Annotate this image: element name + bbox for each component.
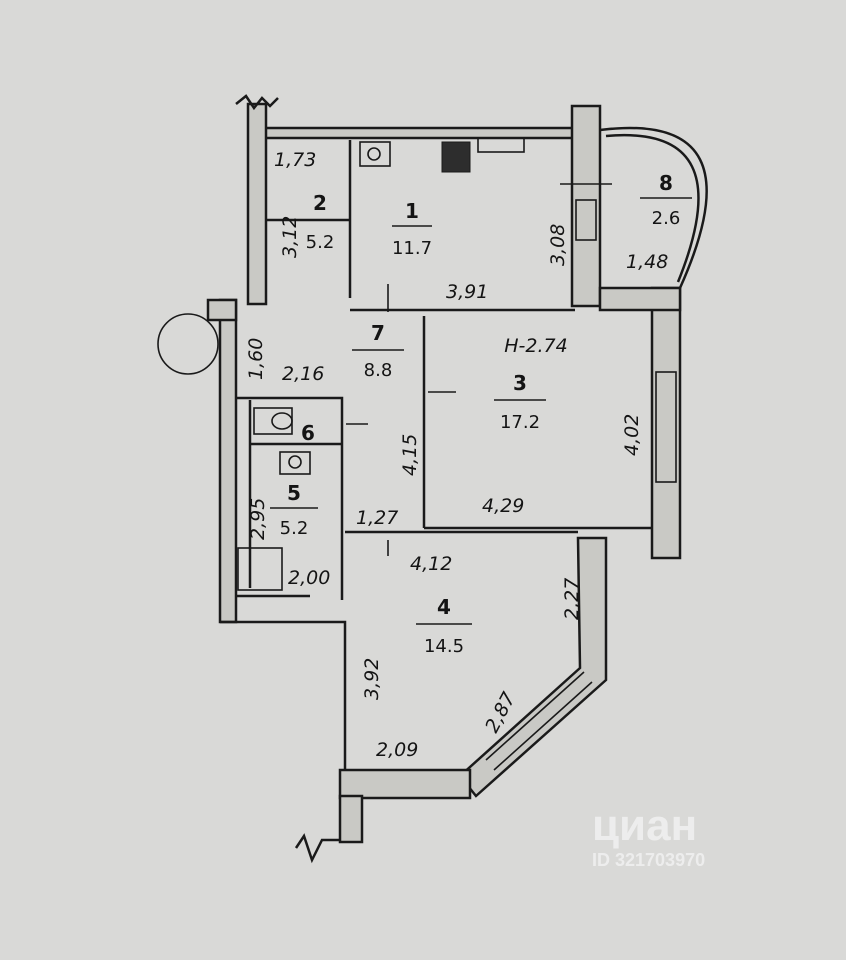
partitions [236,140,652,600]
dim-1-73: 1,73 [274,149,316,171]
wall-left-lower [218,298,238,624]
room-8-area: 2.6 [652,208,681,229]
wall-room-4-right [458,536,608,798]
room-2-number: 2 [313,191,327,215]
wall-break-top [235,94,279,111]
bath-sink [279,451,311,475]
room-5-area: 5.2 [280,518,309,539]
dim-2-09: 2,09 [376,739,418,761]
balcony-curve [599,126,708,289]
dim-2-16: 2,16 [282,363,324,385]
dim-4-02: 4,02 [621,414,643,456]
room-labels: 1 11.7 2 5.2 3 17.2 H-2.74 4 14.5 5 5.2 … [270,171,692,657]
wall-bottom [338,768,472,800]
dim-1-48: 1,48 [626,251,668,273]
wall-break-bottom [294,833,340,864]
room-6-number: 6 [301,421,315,445]
wall-bottom-stub [338,794,364,844]
watermark: циан ID 321703970 [592,801,705,870]
walls [218,94,708,864]
room-2-area: 5.2 [306,232,335,253]
toilet-bowl [271,412,293,430]
dim-3-12: 3,12 [279,216,301,258]
ceiling-height: H-2.74 [504,335,567,357]
toilet [253,407,293,435]
balcony-curve-inner [605,133,700,283]
dim-1-60: 1,60 [245,338,267,380]
room-4-area: 14.5 [424,636,464,657]
fixtures [157,137,525,591]
dimensions: 1,73 3,12 3,08 3,91 1,48 1,60 2,16 4,15 … [245,149,668,761]
room-4-number: 4 [437,595,451,619]
wall-top [263,126,577,140]
dim-2-00: 2,00 [288,567,330,589]
duct [206,298,238,322]
riser [157,313,219,375]
room-3-area: 17.2 [500,412,540,433]
room-8-number: 8 [659,171,673,195]
wall-left-upper [246,102,268,306]
wall-lower-edge [220,620,347,770]
window-room-4 [485,671,593,771]
stove [441,141,471,173]
dim-4-29: 4,29 [482,495,524,517]
dim-2-27: 2,27 [561,578,583,620]
shower [237,547,283,591]
sink-kitchen-bowl [367,147,381,161]
room-5-number: 5 [287,481,301,505]
room-1-area: 11.7 [392,238,432,259]
wall-room3-top-right [598,286,682,312]
dim-3-91: 3,91 [446,281,488,303]
room-7-area: 8.8 [364,360,393,381]
sink-kitchen [359,141,391,167]
dim-2-95: 2,95 [247,498,269,540]
partition-bath-top [236,396,344,600]
window-room-3 [655,371,677,483]
dim-4-12: 4,12 [410,553,452,575]
bath-sink-bowl [288,455,302,469]
room-3-number: 3 [513,371,527,395]
room-7-number: 7 [371,321,385,345]
dim-1-27: 1,27 [356,507,398,529]
dim-4-15: 4,15 [399,434,421,476]
counter [477,137,525,153]
watermark-id: ID 321703970 [592,850,705,870]
window-balcony [575,199,597,241]
room-1-number: 1 [405,199,419,223]
dim-3-92: 3,92 [361,658,383,700]
dim-3-08: 3,08 [547,224,569,266]
watermark-brand: циан [592,801,697,850]
